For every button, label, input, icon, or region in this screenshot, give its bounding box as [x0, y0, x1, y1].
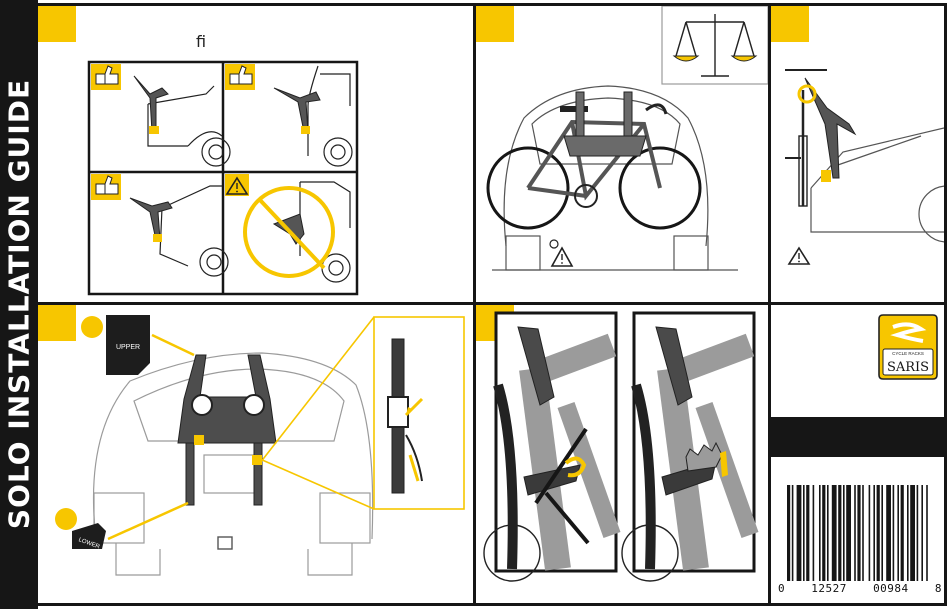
barcode-digit-left: 12527 — [811, 582, 847, 595]
warning-icon — [225, 174, 249, 196]
barcode-bar — [797, 485, 802, 581]
barcode-bar — [822, 485, 825, 581]
barcode-bar — [910, 485, 915, 581]
barcode-bar — [886, 485, 891, 581]
brand-wordmark: SARIS — [887, 360, 929, 375]
barcode-bar — [846, 485, 851, 581]
step-5-panel — [476, 305, 768, 603]
barcode-bar — [921, 485, 923, 581]
barcode-bar — [869, 485, 871, 581]
upper-tag-label: UPPER — [116, 344, 140, 351]
warning-icon — [552, 248, 572, 266]
spine: SOLO INSTALLATION GUIDE — [0, 0, 38, 609]
barcode-bar — [881, 485, 883, 581]
barcode-bar — [897, 485, 899, 581]
step-4-panel: UPPER LOWER — [38, 305, 473, 603]
warning-icon — [789, 248, 809, 264]
step-1-illustration — [38, 6, 473, 302]
barcode-digit-right: 00984 — [873, 582, 909, 595]
step-3-illustration — [771, 6, 944, 302]
barcode-bar — [787, 485, 790, 581]
step-2-illustration — [476, 6, 768, 302]
barcode-bars — [787, 485, 928, 581]
thumbs-up-icon — [91, 174, 121, 200]
brand-tagline: CYCLE RACKS — [892, 351, 924, 356]
barcode-bar — [806, 485, 809, 581]
thumbs-up-icon — [225, 64, 255, 90]
barcode-bar — [827, 485, 829, 581]
step-4-illustration: UPPER LOWER — [38, 305, 473, 603]
brand-artwork: CYCLE RACKS SARIS — [771, 305, 944, 603]
step-1-panel: ﬁ — [38, 6, 473, 302]
barcode-bar — [854, 485, 856, 581]
barcode-bar — [893, 485, 895, 581]
barcode-digit-lead: 0 — [778, 582, 785, 595]
brand-panel: CYCLE RACKS SARIS — [771, 305, 944, 603]
thumbs-up-icon — [91, 64, 121, 90]
barcode-bar — [907, 485, 909, 581]
barcode-bar — [877, 485, 880, 581]
step-5-illustration — [476, 305, 768, 603]
barcode-digits: 0 12527 00984 8 — [778, 582, 942, 595]
frame-bottom — [38, 603, 946, 606]
guide-title: SOLO INSTALLATION GUIDE — [3, 79, 36, 529]
step-2-panel — [476, 6, 768, 302]
barcode-bar — [838, 485, 841, 581]
barcode-bar — [819, 485, 821, 581]
barcode-bar — [832, 485, 837, 581]
barcode-bar — [803, 485, 805, 581]
barcode-bar — [901, 485, 904, 581]
barcode-digit-check: 8 — [935, 582, 942, 595]
barcode-bar — [857, 485, 860, 581]
barcode-bar — [843, 485, 845, 581]
barcode-bar — [926, 485, 928, 581]
barcode-bar — [862, 485, 864, 581]
step-3-panel — [771, 6, 944, 302]
barcode-bar — [917, 485, 919, 581]
barcode-bar — [813, 485, 815, 581]
barcode-bar — [792, 485, 794, 581]
barcode-bar — [873, 485, 875, 581]
